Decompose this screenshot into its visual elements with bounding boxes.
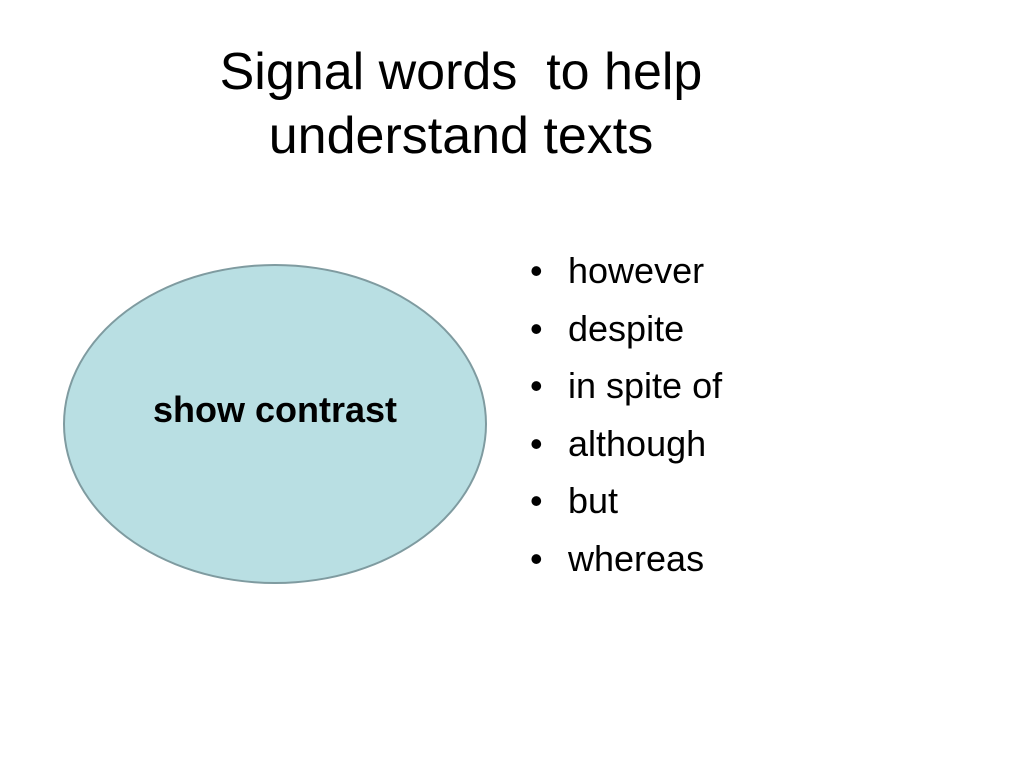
bullet-icon: • (530, 480, 543, 521)
slide-title-line-2: understand texts (268, 107, 654, 165)
list-item-text: despite (568, 307, 685, 349)
bullet-icon: • (530, 422, 543, 464)
list-item: • but (530, 472, 722, 530)
ellipse-label: show contrast (152, 389, 398, 430)
bullet-icon: • (530, 537, 543, 579)
list-item-text: although (568, 422, 707, 464)
slide-title: Signal words to help understand texts (160, 40, 762, 168)
list-item: • whereas (530, 530, 722, 588)
list-item: • in spite of (530, 357, 722, 415)
bullet-icon: • (530, 365, 543, 406)
bullet-icon: • (530, 250, 543, 291)
list-item-text: but (568, 480, 619, 521)
list-item: • despite (530, 300, 722, 358)
slide-title-line-1: Signal words to help (219, 43, 703, 101)
list-item: • however (530, 242, 722, 300)
signal-word-list: • however • despite • in spite of • alth… (530, 242, 722, 587)
bullet-icon: • (530, 307, 543, 349)
list-item: • although (530, 415, 722, 473)
list-item-text: whereas (568, 537, 705, 579)
list-item-text: in spite of (568, 365, 723, 406)
list-item-text: however (568, 250, 705, 291)
contrast-ellipse: show contrast (63, 264, 487, 584)
